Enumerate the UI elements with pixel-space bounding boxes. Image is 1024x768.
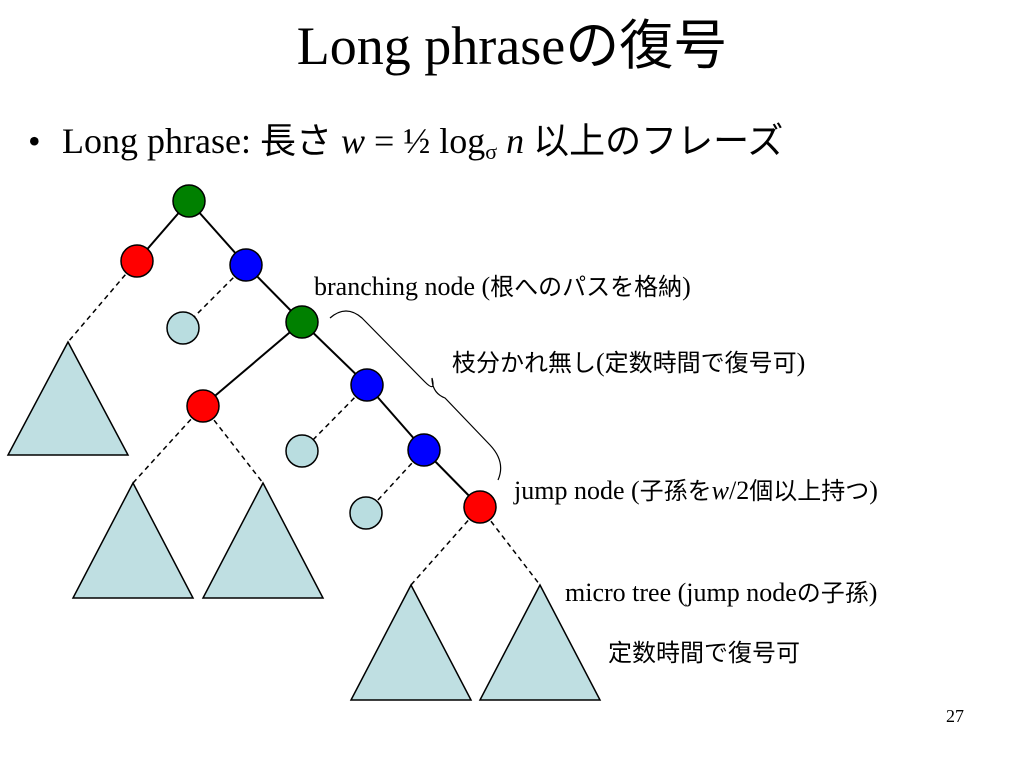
jump-suffix: ) [869,476,878,505]
bullet-jp-tail: 以上のフレーズ [533,121,784,162]
micro-jp: の子孫 [796,579,869,607]
jump-w: w [711,476,729,505]
root-branching-node [172,184,206,218]
branching-node [285,305,319,339]
bullet-lead: Long phrase: [62,121,260,161]
micro-suffix: ) [868,578,878,607]
branching-jp: 根へのパスを格納 [490,273,683,301]
bullet-point: • Long phrase: 長さ w = ½ logσ n 以上のフレーズ [28,116,783,177]
blue-node [229,248,263,282]
bullet-n: n [506,121,525,161]
no-branch-paren-close: ) [796,348,806,377]
bullet-marker: • [28,121,41,161]
title-jp: の復号 [565,14,728,77]
light-leaf-node [166,311,200,345]
page-number: 27 [946,706,964,726]
red-node [120,244,154,278]
bullet-equals-log: = ½ log [364,121,486,161]
jump-prefix: jump node ( [514,476,640,505]
tree-nodes [120,184,497,530]
dashed-edge [301,384,368,452]
no-branch-jp2: 定数時間で復号可 [604,349,797,377]
title-latin: Long phrase [296,16,566,76]
blue-node [407,433,441,467]
subtree-triangle-left [6,340,130,456]
bullet-jp-length: 長さ [259,121,332,162]
jump-jp: 子孫を [639,477,712,505]
solid-edge [202,321,303,407]
light-leaf-node [349,496,383,530]
branching-prefix: branching node ( [314,272,491,301]
micro-tree-triangle-left [349,583,473,701]
no-branch-paren-open: ( [596,348,605,377]
curly-brace [329,310,502,481]
subtree-triangle-mid-right [201,481,325,599]
jump-slash2: /2 [729,476,750,505]
bullet-w: w [340,121,365,161]
slide-title: Long phraseの復号 [0,14,1024,78]
bullet-sigma: σ [485,139,498,164]
jump-node-label: jump node (子孫をw/2個以上持つ) [514,474,878,508]
no-branch-label: 枝分かれ無し(定数時間で復号可) [452,346,805,380]
subtree-triangle-mid-left [71,481,195,599]
blue-node [350,368,384,402]
branching-suffix: ) [682,272,691,301]
branching-node-label: branching node (根へのパスを格納) [314,270,691,304]
no-branch-jp: 枝分かれ無し [452,349,596,377]
micro-tree-triangle-right [478,583,602,701]
micro-prefix: micro tree (jump node [565,578,797,607]
micro-tree-note: 定数時間で復号可 [608,636,800,670]
dashed-edge [479,506,541,586]
dashed-edge [202,405,264,484]
light-leaf-node [285,434,319,468]
red-node [186,389,220,423]
micro-note-jp: 定数時間で復号可 [608,639,800,667]
micro-tree-label: micro tree (jump nodeの子孫) [565,576,877,610]
jump-jp2: 個以上持つ [749,477,870,505]
jump-node [463,490,497,524]
